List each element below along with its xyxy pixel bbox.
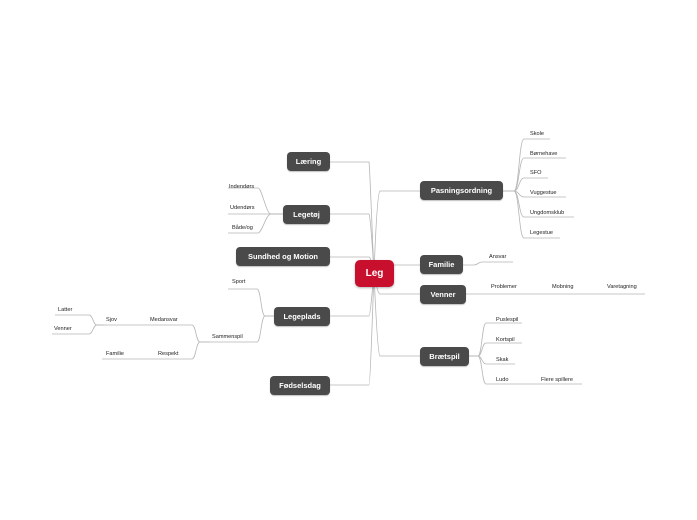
topic-legeplads[interactable]: Legeplads [274, 307, 330, 326]
subtopic-ungdomsklub[interactable]: Ungdomsklub [530, 210, 565, 216]
subtopic-problemer[interactable]: Problemer [491, 284, 517, 290]
topic-sundhed-og-motion[interactable]: Sundhed og Motion [236, 247, 330, 266]
topic-pasningsordning[interactable]: Pasningsordning [420, 181, 503, 200]
subtopic-respekt[interactable]: Respekt [158, 351, 179, 357]
subtopic-udendors[interactable]: Udendørs [230, 205, 255, 211]
subtopic-sfo[interactable]: SFO [530, 170, 542, 176]
subtopic-medansvar[interactable]: Medansvar [150, 317, 178, 323]
subtopic-varetagning[interactable]: Varetagning [607, 284, 637, 290]
subtopic-venner-left[interactable]: Venner [54, 326, 72, 332]
subtopic-indendors[interactable]: Indendørs [229, 184, 255, 190]
subtopic-skole[interactable]: Skole [530, 131, 544, 137]
subtopic-bornehave[interactable]: Børnehave [530, 151, 558, 157]
subtopic-legestue[interactable]: Legestue [530, 230, 554, 236]
subtopic-flere-spillere[interactable]: Flere spillere [541, 377, 574, 383]
topic-laering[interactable]: Læring [287, 152, 330, 171]
topic-venner[interactable]: Venner [420, 285, 466, 304]
subtopic-familie-left[interactable]: Familie [106, 351, 125, 357]
subtopic-sammenspil[interactable]: Sammenspil [212, 334, 243, 340]
topic-familie[interactable]: Familie [420, 255, 463, 274]
topic-fodselsdag[interactable]: Fødselsdag [270, 376, 330, 395]
topic-legetoj[interactable]: Legetøj [283, 205, 330, 224]
subtopic-puslespil[interactable]: Puslespil [496, 317, 519, 323]
subtopic-baade-og[interactable]: Både/og [232, 225, 253, 231]
subtopic-kortspil[interactable]: Kortspil [496, 337, 515, 343]
subtopic-mobning[interactable]: Mobning [552, 284, 574, 290]
subtopic-ansvar[interactable]: Ansvar [489, 254, 507, 260]
subtopic-skak[interactable]: Skak [496, 357, 509, 363]
subtopic-vuggestue[interactable]: Vuggestue [530, 190, 557, 196]
subtopic-sjov[interactable]: Sjov [106, 317, 117, 323]
subtopic-ludo[interactable]: Ludo [496, 377, 509, 383]
central-topic[interactable]: Leg [355, 260, 394, 287]
topic-braetspil[interactable]: Brætspil [420, 347, 469, 366]
subtopic-sport[interactable]: Sport [232, 279, 246, 285]
subtopic-latter[interactable]: Latter [58, 307, 73, 313]
